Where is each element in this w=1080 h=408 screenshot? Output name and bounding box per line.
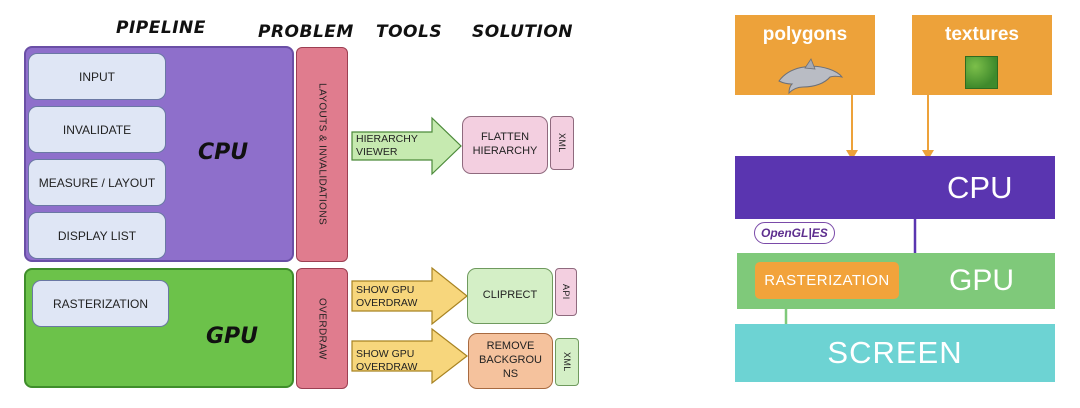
solution-text-line: BACKGROU (479, 354, 542, 367)
cpu-label: CPU (198, 140, 249, 165)
opengl-es-logo: OpenGL|ES (754, 222, 835, 244)
stage-invalidate: INVALIDATE (28, 106, 166, 153)
tag-api-label: API (561, 284, 571, 300)
header-pipeline: PIPELINE (116, 18, 206, 38)
gpu-bar: RASTERIZATION GPU (737, 253, 1055, 309)
right-diagram: polygons textures CPU OpenGL|ES RASTERIZ… (720, 0, 1080, 408)
tag-xml-2-label: XML (562, 352, 572, 372)
dolphin-icon (778, 58, 844, 95)
problem-layouts-invalidations: LAYOUTS & INVALIDATIONS (296, 47, 348, 262)
solution-flatten-hierarchy: FLATTEN HIERARCHY (462, 116, 548, 174)
rasterization-box: RASTERIZATION (755, 262, 899, 299)
tag-xml-1: XML (550, 116, 574, 170)
tool-text-line: SHOW GPU (356, 348, 415, 360)
tool-text-line: SHOW GPU (356, 284, 415, 296)
tool-show-gpu-overdraw-1: SHOW GPU OVERDRAW (356, 284, 417, 309)
textures-label: textures (945, 24, 1019, 45)
solution-text-line: FLATTEN (480, 131, 530, 144)
gpu-label: GPU (206, 324, 259, 349)
stage-rasterization: RASTERIZATION (32, 280, 169, 327)
tag-xml-1-label: XML (557, 133, 567, 153)
arrow-show-gpu-overdraw-2 (351, 327, 468, 385)
opengl-es-label: OpenGL|ES (761, 226, 828, 240)
left-diagram: PIPELINE PROBLEM TOOLS SOLUTION INPUT IN… (24, 18, 579, 389)
solution-text-line: NS (502, 367, 519, 380)
tag-xml-2: XML (555, 338, 579, 386)
gpu-bar-label: GPU (949, 264, 1015, 297)
header-problem: PROBLEM (258, 22, 354, 42)
header-tools: TOOLS (376, 22, 443, 42)
solution-cliprect: CLIPRECT (467, 268, 553, 324)
cpu-bar: CPU (735, 156, 1055, 219)
stage-display-list: DISPLAY LIST (28, 212, 166, 259)
header-solution: SOLUTION (472, 22, 574, 42)
tool-text-line: OVERDRAW (356, 360, 418, 373)
grass-texture-icon (965, 56, 998, 89)
solution-text-line: CLIPRECT (482, 289, 538, 302)
stage-measure-layout: MEASURE / LAYOUT (28, 159, 166, 206)
textures-box: textures (912, 15, 1052, 95)
tool-text-line: VIEWER (356, 145, 398, 158)
screen-bar: SCREEN (735, 324, 1055, 382)
tool-show-gpu-overdraw-2: SHOW GPU OVERDRAW (356, 348, 417, 373)
arrow-hierarchy-viewer (351, 116, 462, 176)
solution-text-line: REMOVE (486, 340, 535, 353)
cpu-bar-label: CPU (947, 170, 1013, 205)
tag-api: API (555, 268, 577, 316)
tool-text-line: HIERARCHY (356, 133, 418, 145)
rasterization-label: RASTERIZATION (764, 272, 890, 289)
problem-layouts-label: LAYOUTS & INVALIDATIONS (316, 83, 328, 226)
tool-arrows (351, 116, 468, 385)
tool-hierarchy-viewer: HIERARCHY VIEWER (356, 133, 418, 158)
polygons-label: polygons (762, 24, 848, 45)
arrow-show-gpu-overdraw-1 (351, 266, 468, 326)
polygons-box: polygons (735, 15, 875, 95)
problem-overdraw: OVERDRAW (296, 268, 348, 389)
solution-text-line: HIERARCHY (472, 145, 538, 157)
solution-remove-backgrounds: REMOVE BACKGROU NS (468, 333, 553, 389)
problem-overdraw-label: OVERDRAW (316, 297, 328, 360)
tool-text-line: OVERDRAW (356, 296, 418, 309)
stage-input: INPUT (28, 53, 166, 100)
screen-bar-label: SCREEN (827, 335, 963, 370)
